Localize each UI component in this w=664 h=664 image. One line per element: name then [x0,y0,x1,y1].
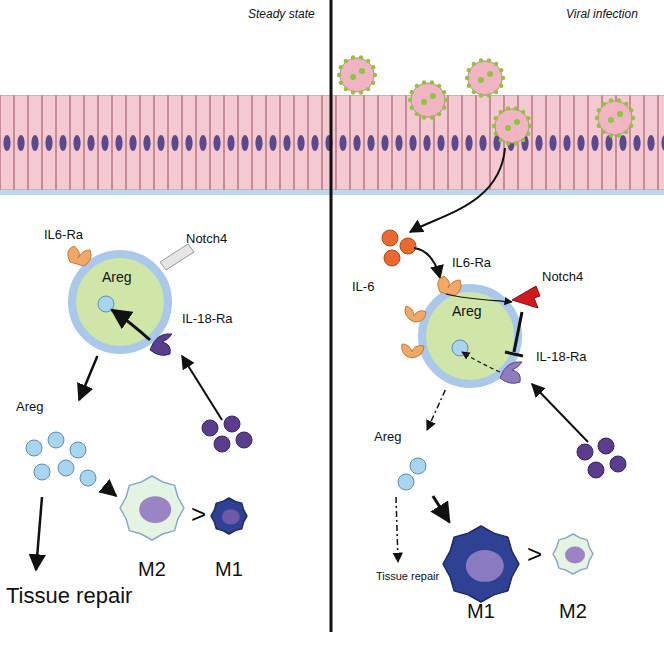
repair-arrow [396,497,398,562]
areg-label: Areg [452,304,482,319]
areg-cluster: Areg [372,430,452,496]
receptor-label: Notch4 [186,232,227,246]
areg-label: Areg [16,400,43,414]
cytokine-label: IL-6 [352,280,374,294]
receptor-label: IL-18-Ra [182,312,233,326]
macrophage-label: M2 [116,558,188,580]
outcome-label: Tissue repair [376,570,439,582]
il6-release-arrow [410,148,505,232]
panel-title: Steady state [248,8,315,21]
macrophage: M1 [438,522,524,622]
node-shape [66,248,174,356]
receptor-label: IL6-Ra [44,228,83,242]
comparison-symbol: > [527,540,542,569]
node-shape [416,282,524,390]
macrophage: M1 [206,494,252,580]
areg-cluster: Areg [14,400,104,496]
areg-arrow [433,496,449,522]
areg-arrow [104,486,116,496]
macrophage-label: M2 [548,600,598,622]
macrophage: M2 [116,472,188,580]
ilc2-cell: Areg [66,248,174,356]
virus-group [337,55,635,145]
il18-arrow [182,356,222,420]
receptor-label: IL6-Ra [452,256,491,270]
il6-binding-arrow [414,248,440,278]
il18-dots [577,438,626,478]
notch4-receptor [512,286,540,308]
receptor-label: IL-18-Ra [536,350,587,364]
areg-arrow [79,356,97,400]
macrophage-label: M1 [206,558,252,580]
macrophage: M2 [548,530,598,622]
areg-label: Areg [102,270,132,285]
ilc2-cell: Areg [416,282,524,390]
outcome-label: Tissue repair [6,584,132,608]
repair-arrow [36,497,42,570]
il18-dots [202,416,252,452]
il6-dots [382,230,416,266]
panel-title: Viral infection [566,8,638,21]
receptor-label: Notch4 [542,270,583,284]
notch4-receptor [160,244,194,270]
macrophage-label: M1 [438,600,524,622]
panel-divider [330,0,333,632]
comparison-symbol: > [191,500,206,529]
il18-arrow [532,384,588,442]
areg-arrow [427,390,445,430]
areg-label: Areg [374,430,401,444]
node-shape [14,400,104,496]
